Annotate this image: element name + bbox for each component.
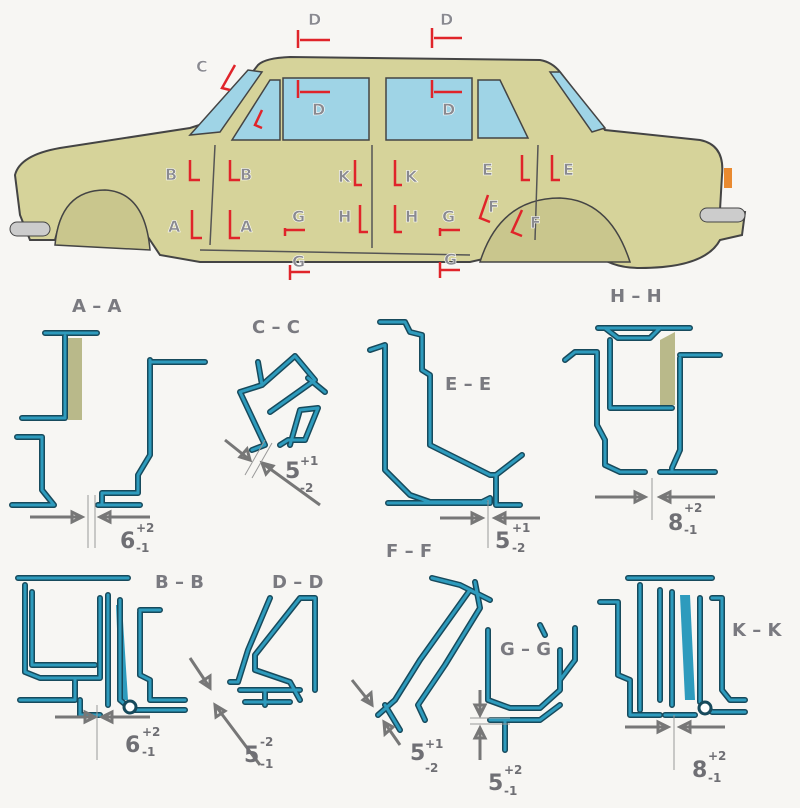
gap-dimension: 8 [692, 758, 707, 783]
tolerance-lower: -1 [684, 523, 697, 537]
tolerance-lower: -2 [425, 761, 438, 775]
panel-profile-core [486, 623, 577, 752]
tolerance-upper: +1 [512, 521, 530, 535]
panel-profile-core [368, 320, 524, 507]
rear-quarter-window [477, 79, 530, 139]
front-quarter-window [230, 79, 281, 141]
marker-label: A [168, 217, 181, 236]
marker-label: D [308, 10, 321, 29]
tolerance-lower: -1 [260, 757, 273, 771]
tolerance-upper: +2 [684, 501, 702, 515]
windshield [188, 69, 264, 136]
marker-label: E [482, 160, 493, 179]
marker-label: B [240, 165, 252, 184]
marker-label: D [312, 100, 325, 119]
panel-profile-core [228, 596, 317, 707]
rear-window [548, 71, 607, 133]
panel-profile-core [16, 576, 187, 717]
gap-dimension: 5 [244, 743, 259, 768]
section-title: G – G [500, 639, 551, 660]
section-markers: D D D D C B B K K E E A A G H H G F F G … [165, 10, 574, 280]
tolerance-lower: -1 [136, 541, 149, 555]
section-title: D – D [272, 572, 323, 593]
section-k-k: K – K 8 +2 -1 [597, 575, 782, 785]
section-b-b: B – B 6 +2 -1 [15, 572, 204, 760]
marker-label: G [442, 207, 455, 226]
tolerance-upper: +2 [504, 763, 522, 777]
section-title: E – E [445, 374, 491, 395]
marker-label: H [338, 207, 351, 226]
marker-label: K [338, 167, 351, 186]
gap-dimension: 5 [488, 771, 503, 796]
gap-dimension: 6 [125, 733, 140, 758]
sealant-fill [68, 338, 82, 420]
gap-dimension: 5 [410, 741, 425, 766]
panel-profile [562, 325, 723, 475]
cross-sections: A – A 6 +2 -1 C – C 5 +1 -2 E – E 5 +1 [9, 286, 782, 798]
marker-label: E [563, 160, 574, 179]
front-bumper [9, 221, 51, 237]
marker-label: F [488, 197, 499, 216]
gap-dimension: 8 [668, 511, 683, 536]
marker-label: A [240, 217, 253, 236]
door-lines [199, 144, 539, 256]
marker-label: G [292, 252, 305, 271]
section-h-h: H – H 8 +2 -1 [562, 286, 723, 537]
section-title: K – K [732, 620, 782, 641]
marker-label: G [444, 250, 457, 269]
panel-profile [375, 575, 493, 733]
tolerance-lower: -1 [142, 745, 155, 759]
panel-profile-core [376, 576, 492, 732]
sealant-fill [660, 332, 675, 405]
tolerance-upper: +2 [142, 725, 160, 739]
car-body-illustration [9, 55, 747, 270]
panel-profile-core [238, 354, 327, 452]
rear-wheel-arch [478, 197, 632, 263]
gap-dimension: 5 [285, 459, 300, 484]
rear-bumper [699, 207, 746, 223]
section-a-a: A – A 6 +2 -1 [9, 296, 208, 555]
tolerance-upper: +2 [708, 749, 726, 763]
section-title: B – B [155, 572, 204, 593]
section-e-e: E – E 5 +1 -2 [367, 319, 540, 555]
section-title: A – A [72, 296, 121, 317]
marker-label: G [292, 207, 305, 226]
marker-label: D [442, 100, 455, 119]
section-title: C – C [252, 317, 300, 338]
marker-label: F [530, 213, 541, 232]
tolerance-lower: -2 [300, 481, 313, 495]
tolerance-lower: -1 [504, 784, 517, 798]
front-wheel-arch [54, 189, 151, 251]
tolerance-upper: +2 [136, 521, 154, 535]
hinge-pin [122, 699, 138, 715]
panel-profile-core [10, 331, 207, 507]
tolerance-lower: -1 [708, 771, 721, 785]
marker-label: D [440, 10, 453, 29]
marker-label: C [196, 57, 208, 76]
tolerance-upper: +1 [300, 454, 318, 468]
tolerance-lower: -2 [512, 541, 525, 555]
pillar-fill [680, 595, 695, 700]
marker-label: H [405, 207, 418, 226]
section-d-d: D – D 5 -2 -1 [188, 572, 323, 771]
panel-profile-core [563, 326, 722, 474]
section-c-c: C – C 5 +1 -2 [224, 317, 328, 507]
tolerance-upper: +1 [425, 737, 443, 751]
section-title: H – H [610, 286, 662, 307]
front-door-window [282, 77, 370, 141]
marker-label: B [165, 165, 177, 184]
section-title: F – F [386, 541, 432, 562]
section-g-g: G – G 5 +2 -1 [470, 622, 578, 798]
section-f-f: F – F 5 +1 -2 [350, 541, 493, 775]
gap-dimension: 5 [495, 529, 510, 554]
hinge-pin [697, 700, 713, 716]
gap-dimension: 6 [120, 529, 135, 554]
rear-door-window [385, 77, 473, 141]
tolerance-upper: -2 [260, 735, 273, 749]
rear-lamp [724, 168, 732, 188]
marker-label: K [405, 167, 418, 186]
